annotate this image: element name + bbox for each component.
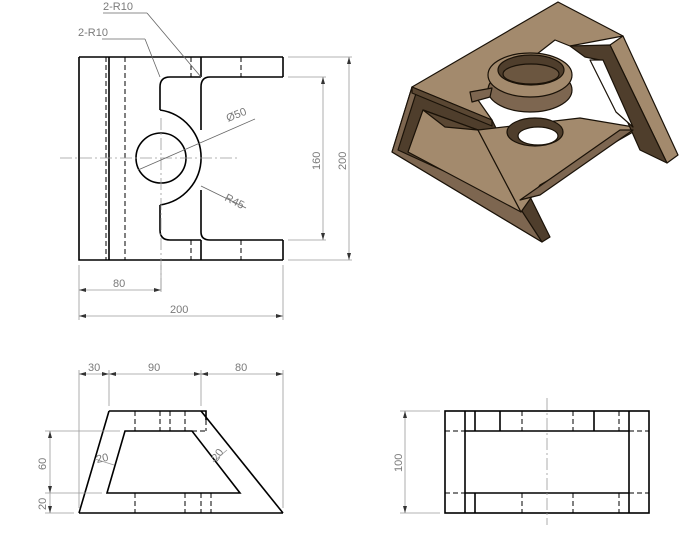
label-90: 90	[148, 362, 160, 374]
label-diameter-50: Ø50	[225, 106, 249, 125]
label-20-base: 20	[37, 498, 49, 510]
label-100: 100	[393, 454, 405, 472]
label-20-right: 20	[210, 447, 227, 464]
label-200-width: 200	[170, 304, 188, 316]
label-30: 30	[88, 362, 100, 374]
label-2-r10-top: 2-R10	[103, 1, 133, 13]
label-80: 80	[113, 278, 125, 290]
label-60: 60	[37, 458, 49, 470]
label-80-side: 80	[235, 362, 247, 374]
top-view: 100	[393, 398, 650, 525]
side-view: 30 90 80 60 20 20 20	[37, 362, 284, 514]
label-160: 160	[311, 152, 323, 170]
label-r45: R45	[223, 192, 246, 212]
isometric-view	[391, 1, 679, 243]
label-2-r10: 2-R10	[78, 27, 108, 39]
label-20-left: 20	[95, 452, 109, 466]
front-view: 2-R10 2-R10 Ø50 R45 160 200 80 200	[60, 1, 352, 320]
label-200-height: 200	[337, 152, 349, 170]
